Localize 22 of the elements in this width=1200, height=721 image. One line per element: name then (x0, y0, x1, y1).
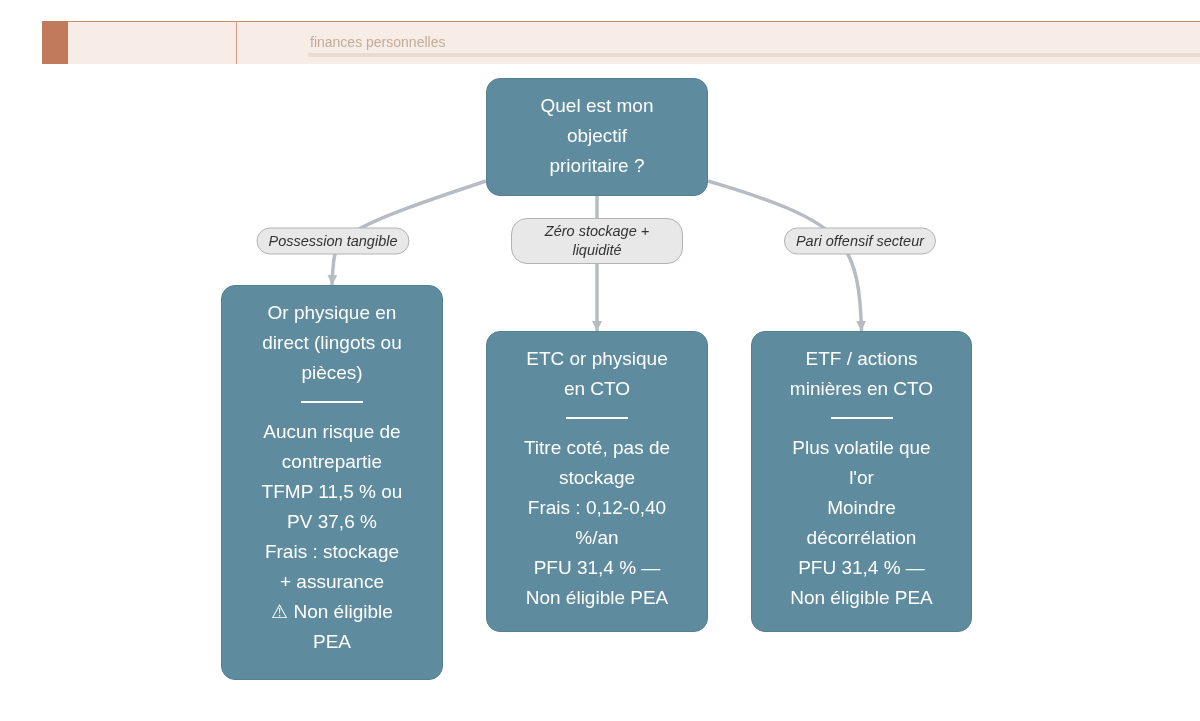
option-detail: Plus volatile que l'or (791, 436, 932, 490)
option-detail: PFU 31,4 % — Non éligible PEA (789, 556, 934, 610)
tagline: finances personnelles (310, 33, 446, 51)
option-detail: Frais : stockage + assurance (263, 540, 401, 594)
option-detail: Titre coté, pas de stockage (522, 436, 672, 490)
option-detail: Moindre décorrélation (805, 496, 918, 550)
option-detail: PFU 31,4 % — Non éligible PEA (524, 556, 670, 610)
option-box (221, 285, 443, 680)
option-detail: ⚠ Non éligible PEA (270, 600, 394, 654)
option-detail: Frais : 0,12-0,40 %/an (526, 496, 668, 550)
question-text: Quel est mon objectif prioritaire ? (539, 94, 655, 178)
option-detail: Aucun risque de contrepartie (262, 420, 402, 474)
option-title: ETC or physique en CTO (525, 347, 669, 401)
option-title: Or physique en direct (lingots ou pièces) (261, 301, 403, 385)
question-box (486, 78, 708, 196)
option-box (486, 331, 708, 632)
option-title: ETF / actions minières en CTO (788, 347, 935, 401)
edge-label: Pari offensif secteur (783, 227, 937, 255)
edge-label: Possession tangible (256, 227, 410, 255)
edge-label: Zéro stockage + liquidité (511, 218, 683, 264)
option-detail: TFMP 11,5 % ou PV 37,6 % (260, 480, 404, 534)
option-box (751, 331, 972, 632)
